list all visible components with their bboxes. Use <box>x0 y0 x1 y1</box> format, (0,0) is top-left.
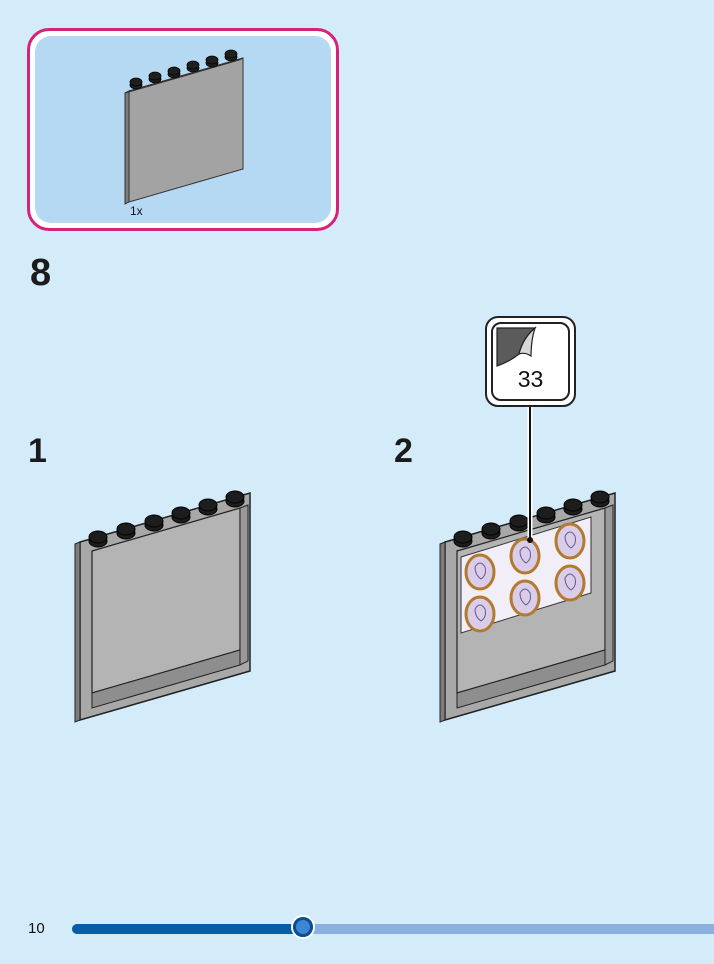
sticker-pointer-line <box>527 405 533 543</box>
part-quantity: 1x <box>130 204 143 218</box>
substep-label-2: 2 <box>394 432 413 470</box>
substep-2-panel-illustration <box>439 490 616 723</box>
sticker-number: 33 <box>517 366 544 392</box>
substep-1-panel-illustration <box>74 490 251 723</box>
sticker-callout-inner: 33 <box>491 322 570 401</box>
sticker-callout: 33 <box>485 316 576 407</box>
parts-callout-inner: 1x <box>35 36 331 223</box>
sticker-peel-icon <box>496 326 537 367</box>
progress-fill <box>72 924 303 934</box>
progress-knob-icon <box>293 917 313 937</box>
progress-track <box>72 917 714 937</box>
substep-label-1: 1 <box>28 432 47 470</box>
page-number: 10 <box>28 920 45 937</box>
step-number: 8 <box>30 252 52 294</box>
grey-panel-part-icon <box>124 49 244 205</box>
parts-callout: 1x <box>27 28 339 231</box>
